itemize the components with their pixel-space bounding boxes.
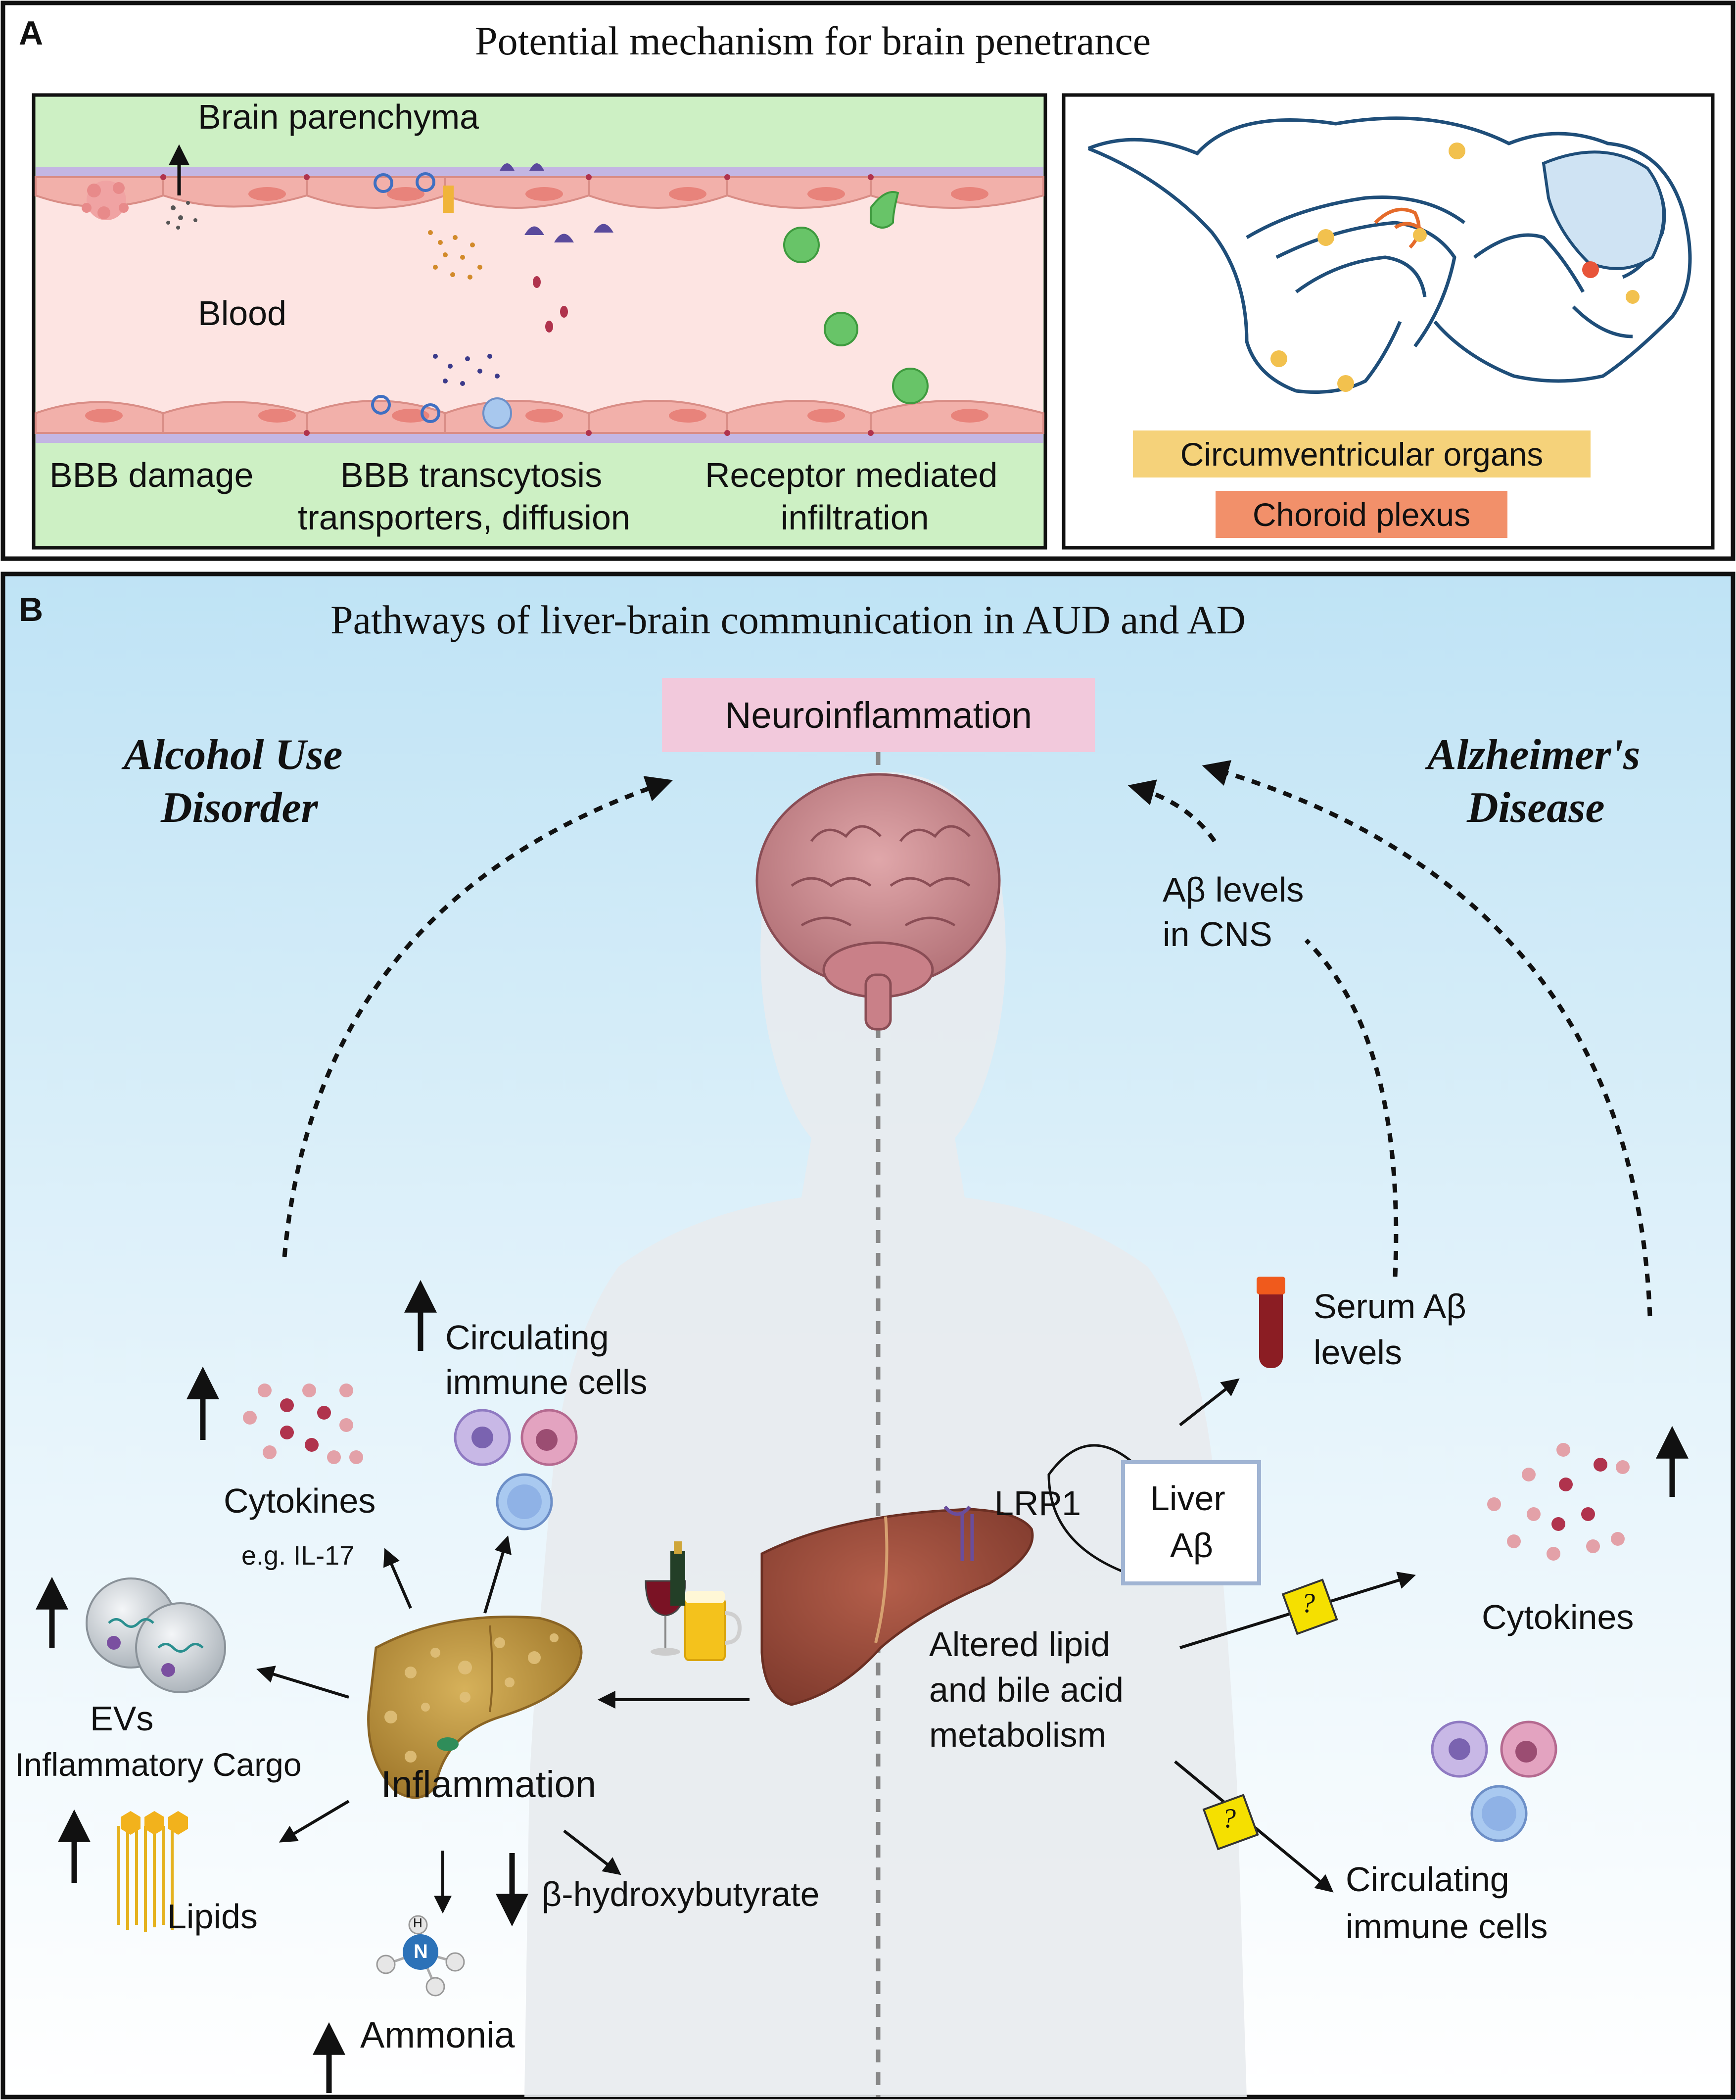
- bhb-label: β-hydroxybutyrate: [542, 1875, 820, 1913]
- ad-immune-cells: [1431, 1720, 1557, 1842]
- aud-immune-cells: [454, 1409, 578, 1530]
- ad-cytokines-label: Cytokines: [1482, 1598, 1634, 1636]
- abeta-cns-label-1: Aβ levels: [1163, 870, 1304, 909]
- choroid-plexus-label: Choroid plexus: [1252, 496, 1471, 533]
- bbb-damage-debris: [82, 181, 197, 230]
- circumventricular-organs-label: Circumventricular organs: [1180, 435, 1544, 473]
- neuroinflammation-label: Neuroinflammation: [724, 694, 1032, 736]
- transporters: [371, 172, 440, 423]
- aud-neuro-arrow: [282, 776, 673, 1257]
- ad-circulating-label-1: Circulating: [1346, 1860, 1509, 1899]
- bbb-illustration: [32, 93, 1047, 550]
- lrp1-loop-arrow: [1047, 1444, 1152, 1575]
- abeta-cns-label-2: in CNS: [1163, 915, 1272, 954]
- lrp1-receptor: [943, 1505, 974, 1561]
- panel-a-title: Potential mechanism for brain penetrance: [475, 18, 1151, 63]
- evs-label: EVs: [90, 1699, 154, 1738]
- lipids-label: Lipids: [167, 1897, 258, 1936]
- aud-circulating-label-2: immune cells: [445, 1363, 648, 1401]
- aud-heading-line2: Disorder: [161, 784, 318, 832]
- serum-abeta-label-2: levels: [1314, 1333, 1402, 1372]
- panel-a: [0, 0, 1736, 561]
- abeta-cns-arrow: [1127, 779, 1217, 843]
- ad-heading-line1: Alzheimer's: [1427, 731, 1641, 779]
- body-silhouette: [524, 772, 1247, 2097]
- aud-cytokines-example: e.g. IL-17: [241, 1541, 355, 1571]
- ammonia-h-atom: H: [413, 1915, 422, 1930]
- panel-b: [0, 572, 1736, 2100]
- ev-vesicles: [86, 1577, 226, 1693]
- panel-b-title: Pathways of liver-brain communication in…: [330, 597, 1246, 642]
- transporters-diffusion-label: transporters, diffusion: [298, 498, 630, 537]
- ammonia-label: Ammonia: [360, 2014, 515, 2055]
- liver-abeta-label-1: Liver: [1150, 1479, 1225, 1518]
- receptor-mediated-label: Receptor mediated: [705, 456, 998, 494]
- liver-abeta-label-2: Aβ: [1170, 1526, 1213, 1565]
- brain-sagittal-map: [1062, 93, 1715, 550]
- question-diamond-2: [1202, 1794, 1259, 1851]
- infiltration-label: infiltration: [781, 498, 929, 537]
- ad-circulating-label-2: immune cells: [1346, 1907, 1548, 1946]
- brain-parenchyma-label: Brain parenchyma: [198, 97, 479, 136]
- blood-tube-icon: [1257, 1277, 1285, 1368]
- altered-lipid-label-3: metabolism: [929, 1716, 1106, 1754]
- aud-cytokines-label: Cytokines: [224, 1481, 376, 1520]
- aud-heading-line1: Alcohol Use: [124, 731, 343, 779]
- receptors: [500, 163, 613, 242]
- bbb-transcytosis-label: BBB transcytosis: [340, 456, 603, 494]
- ad-cytokine-arrow: [1202, 760, 1652, 1317]
- ad-cytokine-dots: [1487, 1443, 1630, 1561]
- cvo-dots: [1270, 143, 1640, 392]
- alcohol-drinks-icon: [645, 1541, 742, 1661]
- inflammation-label: Inflammation: [381, 1764, 597, 1806]
- aud-circulating-label-1: Circulating: [445, 1318, 609, 1357]
- serum-abeta-arrow: [1304, 938, 1399, 1277]
- altered-lipid-label-1: Altered lipid: [929, 1625, 1110, 1664]
- panel-a-letter: A: [19, 14, 44, 52]
- aud-cytokine-dots: [243, 1384, 363, 1464]
- healthy-liver: [760, 1508, 1034, 1706]
- brain-illustration: [755, 773, 1001, 1031]
- evs-cargo-label: Inflammatory Cargo: [15, 1746, 302, 1783]
- immune-cells-green: [783, 191, 929, 404]
- ammonia-n-atom: N: [414, 1941, 428, 1962]
- lrp1-label: LRP1: [994, 1484, 1081, 1523]
- serum-abeta-label-1: Serum Aβ: [1314, 1287, 1466, 1326]
- fatty-liver: [367, 1616, 583, 1799]
- ammonia-molecule: [376, 1915, 465, 1997]
- question-mark-2: ?: [1222, 1803, 1236, 1834]
- question-mark-1: ?: [1301, 1588, 1315, 1619]
- ad-heading-line2: Disease: [1467, 784, 1605, 832]
- altered-lipid-label-2: and bile acid: [929, 1670, 1124, 1709]
- question-diamond-1: [1281, 1578, 1338, 1635]
- dots-transcytosis: [428, 230, 482, 280]
- lipid-molecules: [117, 1826, 174, 1932]
- bbb-damage-label: BBB damage: [49, 456, 254, 494]
- panel-b-letter: B: [19, 591, 44, 628]
- blood-label: Blood: [198, 294, 287, 333]
